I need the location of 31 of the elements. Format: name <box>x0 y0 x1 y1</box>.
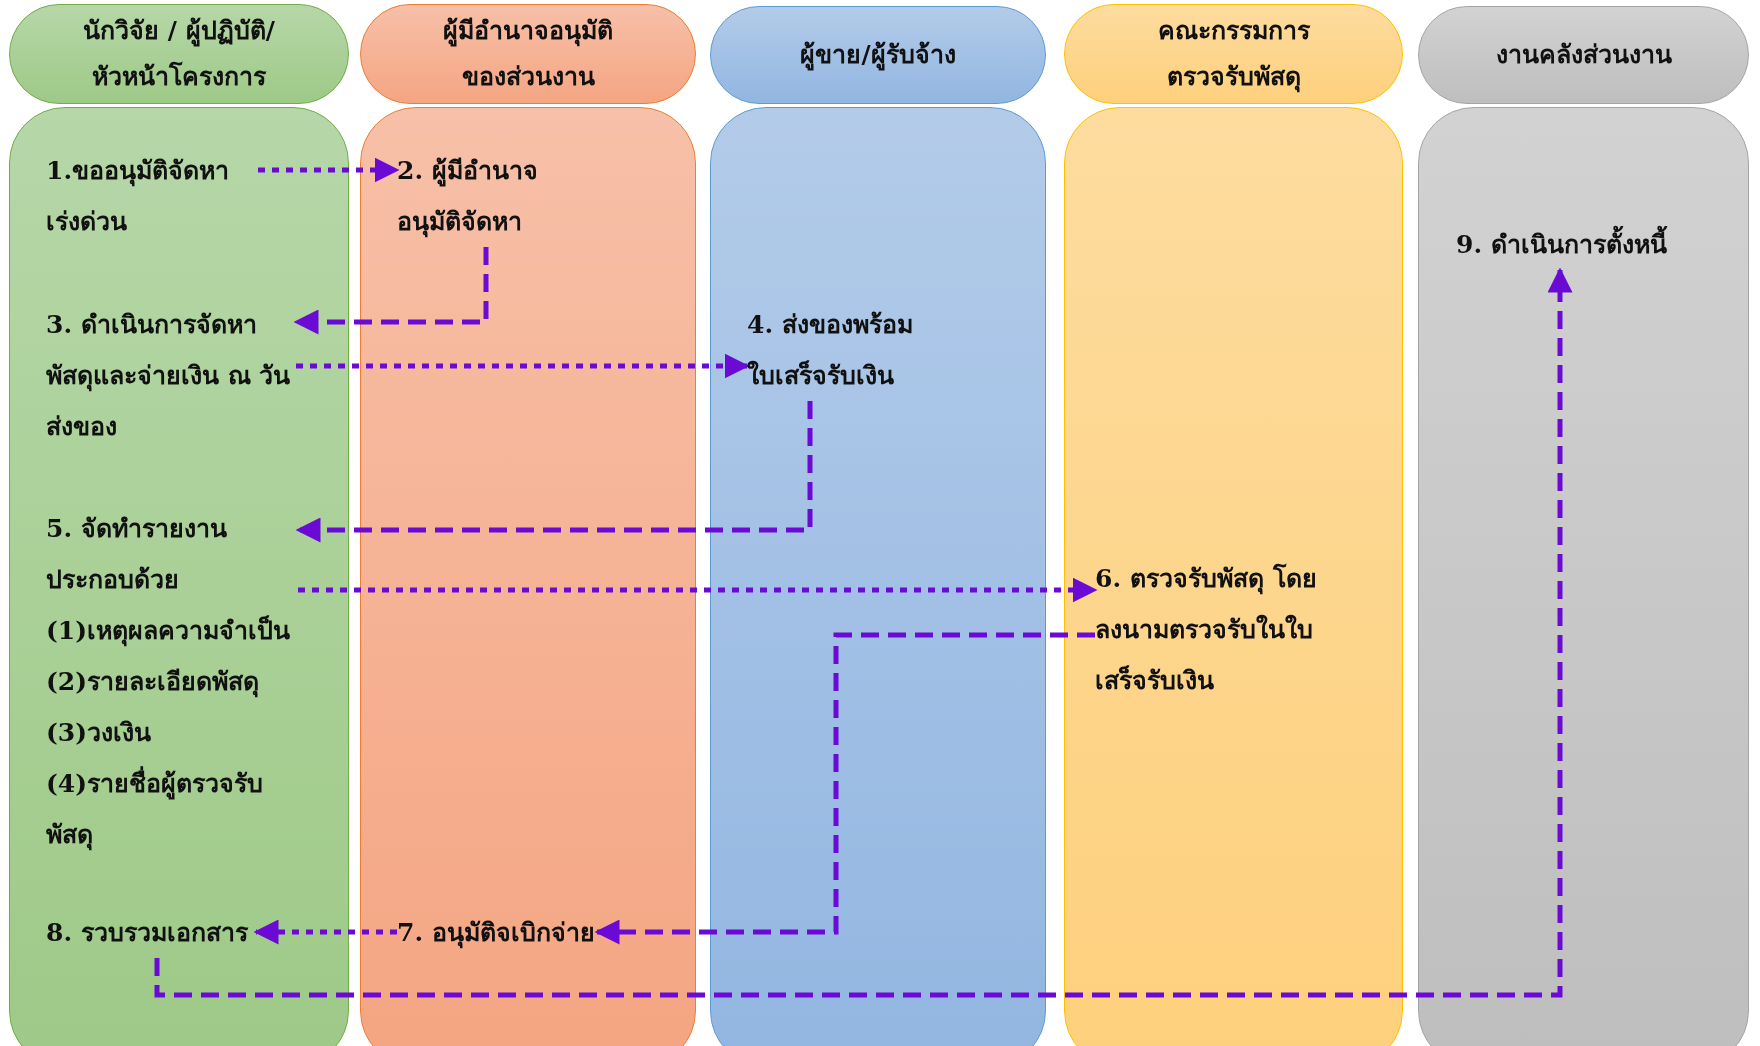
step-text: (1)เหตุผลความจำเป็น <box>46 614 292 649</box>
arrow <box>298 577 1098 603</box>
step-text: 6. ตรวจรับพัสดุ โดยลงนามตรวจรับในใบเสร็จรับเงิน <box>1095 562 1318 697</box>
step-text: 2. ผู้มีอำนาจอนุมัติจัดหา <box>397 155 539 240</box>
arrow <box>296 353 750 379</box>
swimlane <box>360 107 696 1046</box>
swimlane <box>710 107 1046 1046</box>
arrow <box>293 247 489 335</box>
lane-title: คณะกรรมการตรวจรับพัสดุ <box>1156 15 1311 95</box>
lane-title: นักวิจัย / ผู้ปฏิบัติ/หัวหน้าโครงการ <box>82 15 276 93</box>
arrow <box>258 157 400 183</box>
arrow <box>594 632 1095 945</box>
step-text: 8. รวบรวมเอกสาร <box>46 917 249 949</box>
step-text: 9. ดำเนินการตั้งหนี้ <box>1456 219 1696 270</box>
step-text: (2)รายละเอียดพัสดุ <box>46 666 261 700</box>
step-text: (3)วงเงิน <box>46 717 153 749</box>
lane-title: ผู้มีอำนาจอนุมัติของส่วนงาน <box>442 15 614 93</box>
step-text: 5. จัดทำรายงานประกอบด้วย <box>46 513 228 596</box>
arrow <box>154 267 1573 998</box>
swimlane <box>9 107 349 1046</box>
lane-title: ผู้ขาย/ผู้รับจ้าง <box>799 39 957 73</box>
step-text: 4. ส่งของพร้อมใบเสร็จรับเงิน <box>747 309 914 392</box>
step-text: 3. ดำเนินการจัดหาพัสดุและจ่ายเงิน ณ วันส่งของ <box>46 309 292 443</box>
arrow <box>295 401 813 543</box>
step-text: 1.ขออนุมัติจัดหาเร่งด่วน <box>46 155 231 238</box>
arrow <box>253 919 397 945</box>
swimlane <box>1418 107 1749 1046</box>
step-text: (4)รายชื่อผู้ตรวจรับพัสดุ <box>46 758 298 860</box>
swimlane <box>1064 107 1403 1046</box>
step-text: 7. อนุมัติจเบิกจ่าย <box>397 917 596 951</box>
lane-title: งานคลังส่วนงาน <box>1494 39 1673 71</box>
